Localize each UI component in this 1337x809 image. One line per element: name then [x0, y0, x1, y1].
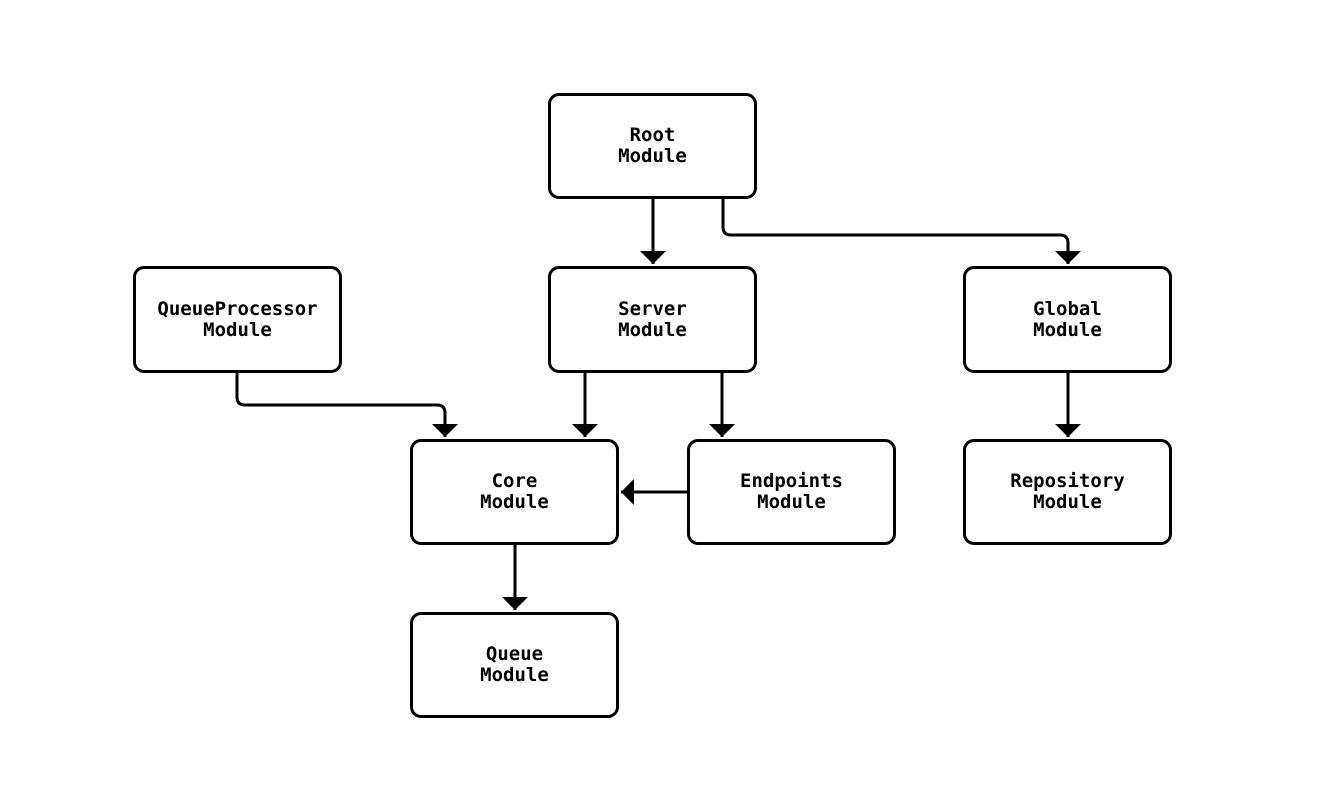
node-queue-module: Queue Module: [410, 612, 619, 718]
node-root-module: Root Module: [548, 93, 757, 199]
edge-group: [235, 199, 1081, 610]
edge-queueprocessor-to-core: [235, 373, 458, 437]
node-server-module: Server Module: [548, 266, 757, 373]
node-repository-module: Repository Module: [963, 439, 1172, 545]
node-queueprocessor-module: QueueProcessor Module: [133, 266, 342, 373]
edge-root-to-global: [721, 199, 1081, 264]
node-label: Global Module: [1033, 297, 1102, 341]
node-label: Queue Module: [480, 643, 549, 686]
node-label: Core Module: [480, 470, 549, 513]
node-core-module: Core Module: [410, 439, 619, 545]
node-label: Root Module: [618, 124, 687, 167]
node-label: Server Module: [618, 297, 687, 341]
node-global-module: Global Module: [963, 266, 1172, 373]
node-label: Endpoints Module: [740, 470, 843, 513]
node-endpoints-module: Endpoints Module: [687, 439, 896, 545]
node-label: QueueProcessor Module: [157, 297, 318, 341]
node-label: Repository Module: [1010, 470, 1125, 513]
